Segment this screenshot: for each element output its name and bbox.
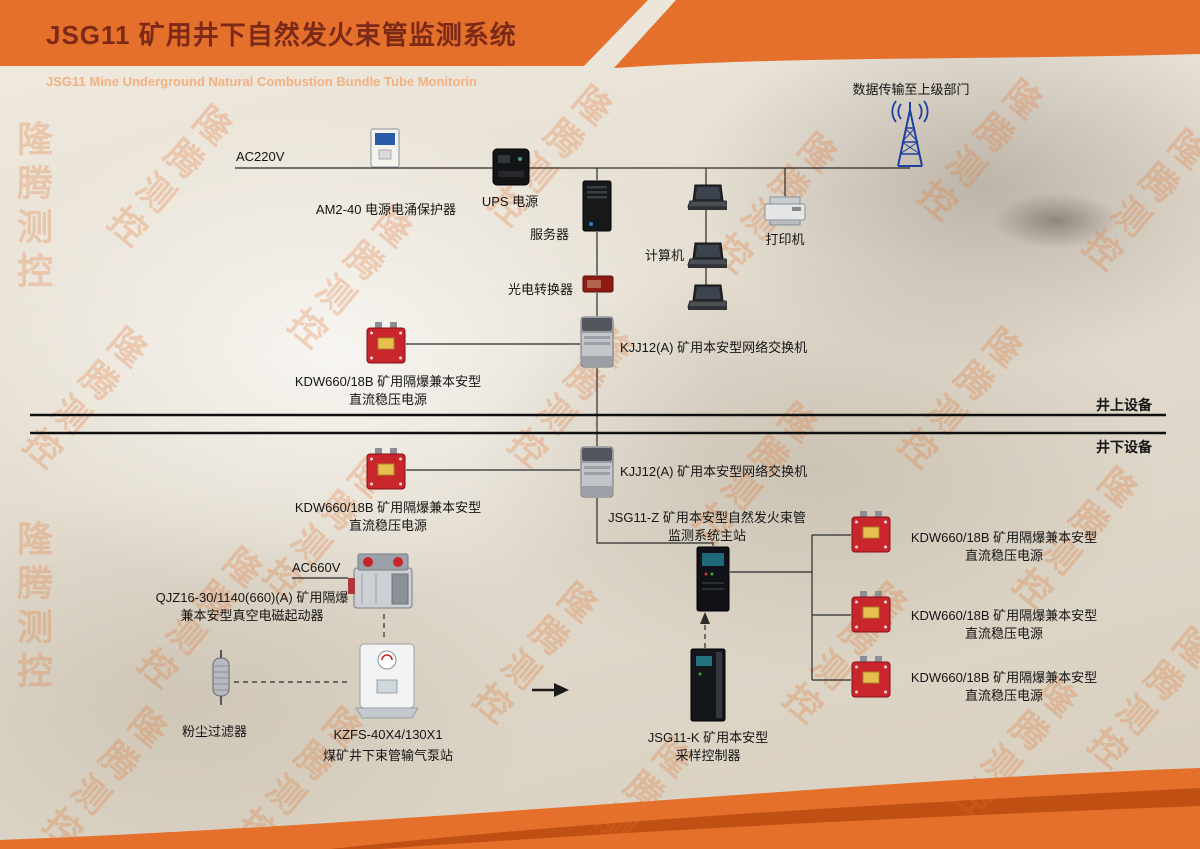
- surge-protector-icon: [368, 128, 402, 168]
- computer-label: 计算机: [645, 248, 685, 263]
- sampler-label-line1: JSG11-K 矿用本安型: [647, 730, 769, 745]
- ac660v-label: AC660V: [292, 560, 341, 575]
- optical-converter-label: 光电转换器: [508, 282, 574, 297]
- sampling-controller-icon: [690, 648, 726, 722]
- pump-label-line2: 煤矿井下束管输气泵站: [322, 748, 453, 763]
- page-subtitle: JSG11 Mine Underground Natural Combustio…: [46, 74, 477, 89]
- ac220v-label: AC220V: [236, 149, 285, 164]
- kdw-label-line1: KDW660/18B 矿用隔爆兼本安型: [910, 530, 1098, 545]
- network-switch-icon: [580, 446, 614, 498]
- ups-label: UPS 电源: [481, 194, 539, 209]
- kdw-label-line2: 直流稳压电源: [348, 518, 427, 533]
- network-switch-label: KJJ12(A) 矿用本安型网络交换机: [620, 464, 808, 479]
- printer-icon: [762, 195, 808, 227]
- kdw-power-supply-icon: [851, 591, 891, 633]
- kdw-label-line1: KDW660/18B 矿用隔爆兼本安型: [294, 374, 482, 389]
- ups-icon: [492, 147, 530, 187]
- radio-tower-icon: [884, 98, 936, 168]
- kdw-label-line2: 直流稳压电源: [964, 626, 1043, 641]
- sampler-label-line2: 采样控制器: [675, 748, 741, 763]
- surge-protector-label: AM2-40 电源电涌保护器: [315, 202, 457, 217]
- kdw-power-supply-icon: [366, 448, 406, 490]
- laptop-icon: [687, 184, 729, 212]
- dust-filter-icon: [208, 650, 234, 706]
- footer-band: [0, 768, 1200, 849]
- main-station-label-line2: 监测系统主站: [667, 528, 746, 543]
- kdw-power-supply-icon: [851, 511, 891, 553]
- laptop-icon: [687, 242, 729, 270]
- pump-station-icon: [350, 640, 424, 720]
- kdw-label-line2: 直流稳压电源: [964, 688, 1043, 703]
- laptop-icon: [687, 284, 729, 312]
- underground-zone-label: 井下设备: [1096, 439, 1152, 455]
- kdw-label-line2: 直流稳压电源: [348, 392, 427, 407]
- kdw-label-line1: KDW660/18B 矿用隔爆兼本安型: [910, 670, 1098, 685]
- kdw-power-supply-icon: [366, 322, 406, 364]
- dust-filter-label: 粉尘过滤器: [182, 724, 248, 739]
- kdw-power-supply-icon: [851, 656, 891, 698]
- starter-icon: [348, 548, 418, 614]
- starter-label-line2: 兼本安型真空电磁起动器: [180, 608, 324, 623]
- uplink-label: 数据传输至上级部门: [852, 82, 970, 97]
- network-switch-icon: [580, 316, 614, 368]
- kdw-label-line2: 直流稳压电源: [964, 548, 1043, 563]
- starter-label-line1: QJZ16-30/1140(660)(A) 矿用隔爆: [155, 590, 349, 605]
- network-switch-label: KJJ12(A) 矿用本安型网络交换机: [620, 340, 808, 355]
- main-station-label-line1: JSG11-Z 矿用本安型自然发火束管: [608, 510, 806, 525]
- printer-label: 打印机: [765, 232, 805, 247]
- surface-zone-label: 井上设备: [1096, 397, 1152, 413]
- optical-converter-icon: [582, 275, 614, 293]
- page-title: JSG11 矿用井下自然发火束管监测系统: [46, 20, 517, 50]
- server-icon: [582, 180, 612, 232]
- header-band: [0, 0, 1200, 68]
- kdw-label-line1: KDW660/18B 矿用隔爆兼本安型: [910, 608, 1098, 623]
- server-label: 服务器: [530, 227, 570, 242]
- pump-label-line1: KZFS-40X4/130X1: [333, 727, 443, 742]
- kdw-label-line1: KDW660/18B 矿用隔爆兼本安型: [294, 500, 482, 515]
- main-station-icon: [696, 546, 730, 612]
